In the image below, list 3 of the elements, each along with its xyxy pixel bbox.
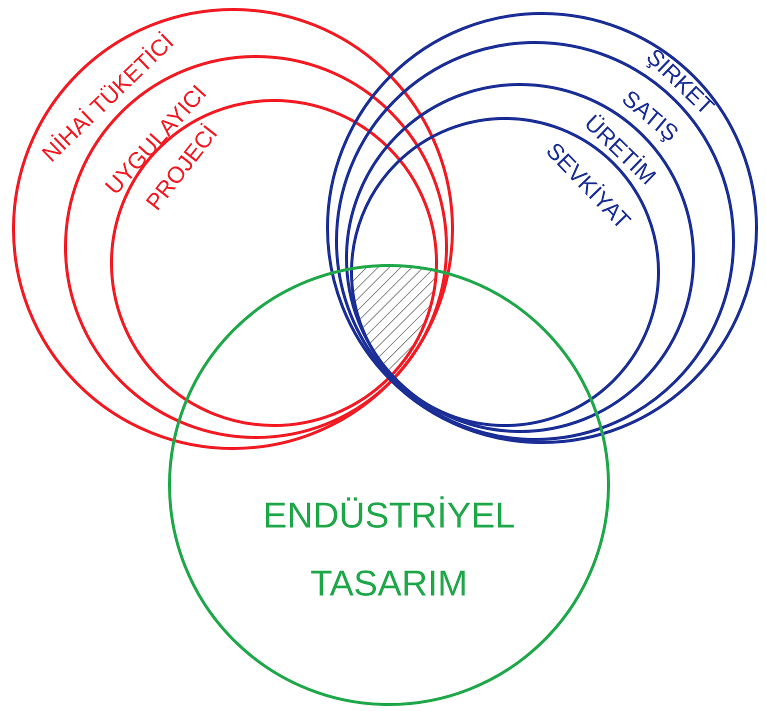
venn-circle: [168, 264, 610, 706]
circle-label: ENDÜSTRİYEL TASARIM: [262, 494, 516, 606]
venn-circle: [12, 8, 454, 450]
